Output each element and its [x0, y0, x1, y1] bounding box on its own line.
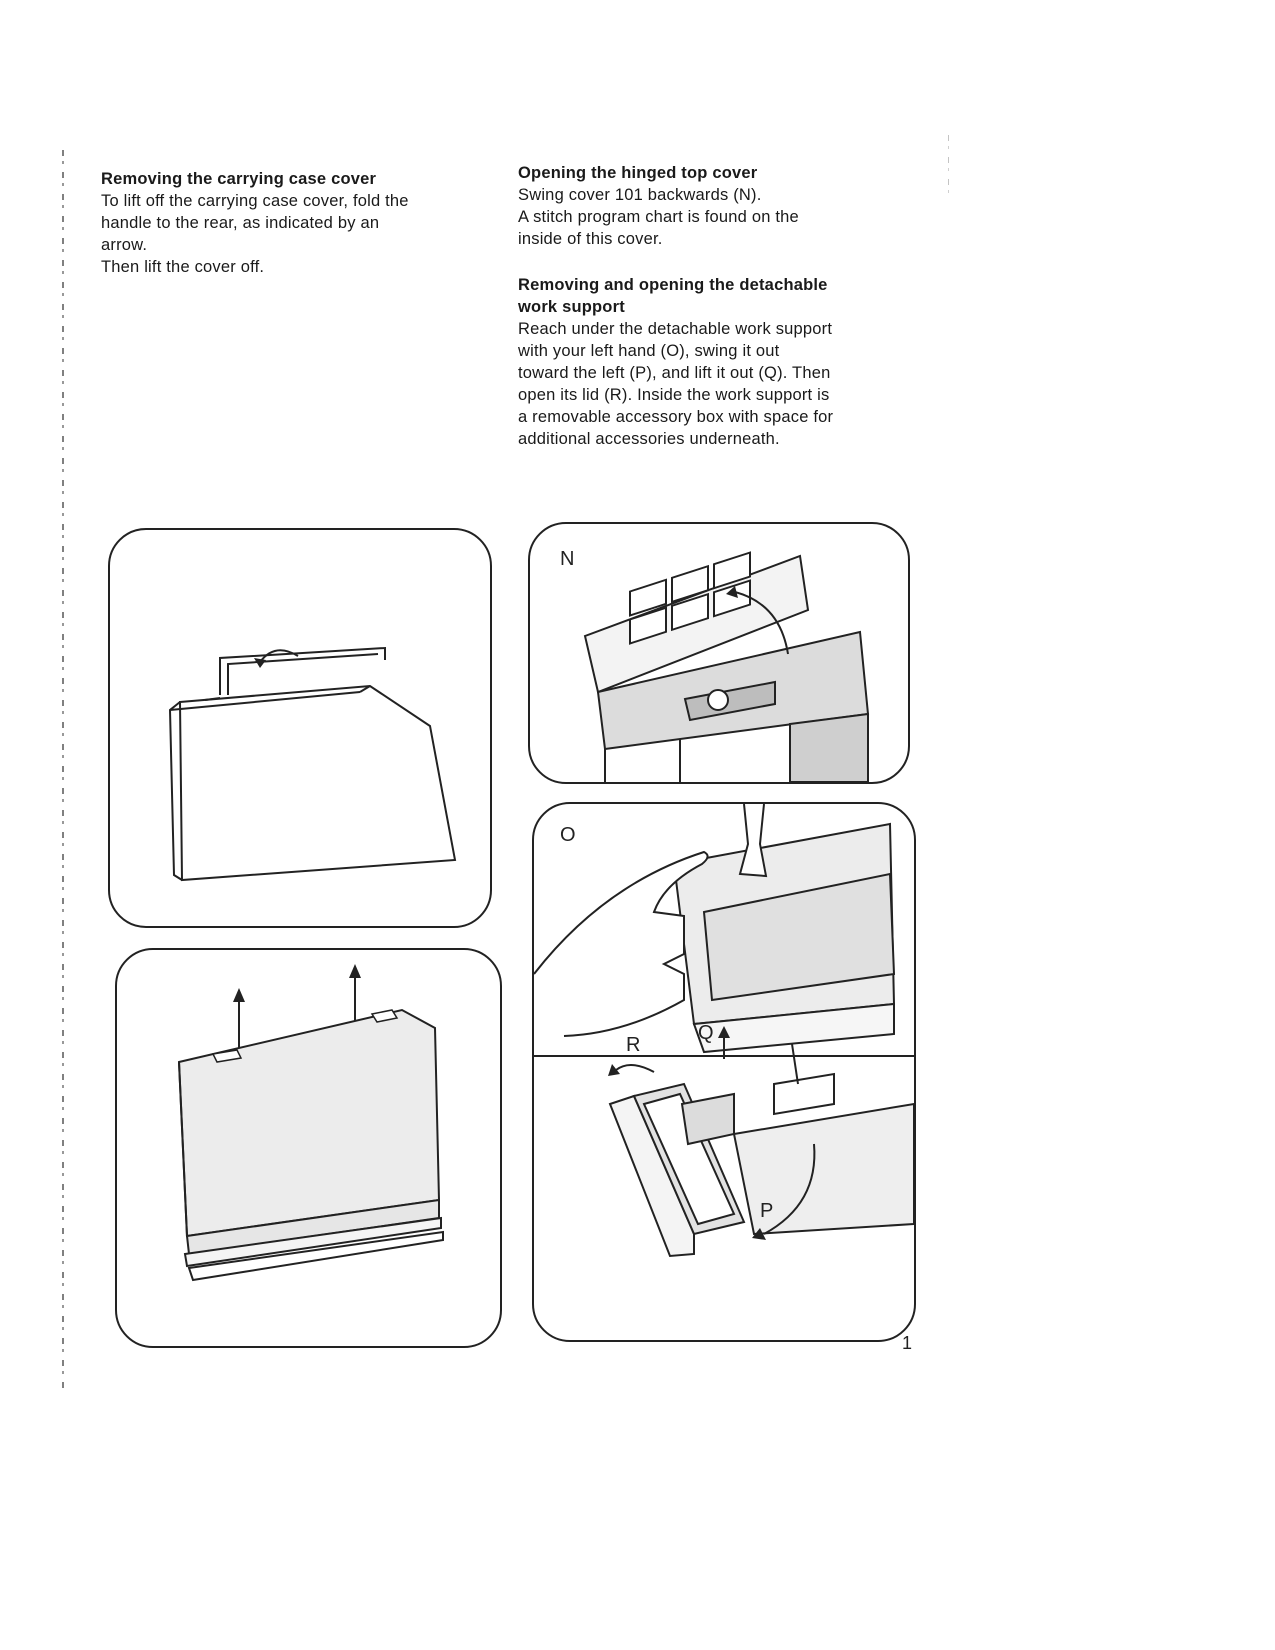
lift-cover-illustration [177, 964, 444, 1282]
text-column-right: Opening the hinged top cover Swing cover… [518, 162, 908, 450]
arrow-icon [608, 1064, 620, 1076]
text-line: Swing cover 101 backwards (N). [518, 186, 762, 204]
scan-edge-left [62, 150, 64, 1390]
section-work-support: Removing and opening the detachable work… [518, 274, 908, 450]
figure-lift-cover [115, 948, 502, 1348]
case-handle-illustration [168, 646, 457, 882]
label-p: P [760, 1200, 774, 1222]
label-o: O [560, 824, 576, 846]
text-column-left: Removing the carrying case cover To lift… [101, 168, 491, 278]
scan-edge-right [948, 135, 949, 195]
page-number: 1 [902, 1333, 913, 1353]
figure-case-handle [108, 528, 492, 928]
text-line: arrow. [101, 236, 148, 254]
label-n: N [560, 548, 575, 570]
arrow-icon [726, 586, 738, 598]
arrow-icon [254, 658, 266, 668]
text-line: To lift off the carrying case cover, fol… [101, 192, 409, 210]
up-arrow-icon [233, 988, 245, 1002]
text-line: with your left hand (O), swing it out [518, 342, 780, 360]
label-q: Q [698, 1022, 714, 1044]
arrow-icon [752, 1228, 766, 1240]
text-line: toward the left (P), and lift it out (Q)… [518, 364, 831, 382]
text-line: Reach under the detachable work support [518, 320, 833, 338]
heading-line: work support [518, 298, 625, 316]
text-line: open its lid (R). Inside the work suppor… [518, 386, 830, 404]
text-line: Then lift the cover off. [101, 258, 265, 276]
figure-hinged-cover: N [528, 522, 910, 784]
work-support-illustration [534, 804, 914, 1258]
text-line: handle to the rear, as indicated by an [101, 214, 380, 232]
label-r: R [626, 1034, 641, 1056]
heading-carrying-case: Removing the carrying case cover [101, 170, 377, 188]
arrow-icon [718, 1026, 730, 1038]
text-line: inside of this cover. [518, 230, 663, 248]
hinged-cover-illustration [583, 551, 870, 782]
heading-line: Removing and opening the detachable [518, 276, 828, 294]
heading-hinged-cover: Opening the hinged top cover [518, 164, 758, 182]
text-line: a removable accessory box with space for [518, 408, 834, 426]
up-arrow-icon [349, 964, 361, 978]
heading-work-support: Removing and opening the detachable work… [518, 274, 908, 318]
figure-work-support: O R Q P [532, 802, 916, 1342]
text-line: additional accessories underneath. [518, 430, 780, 448]
text-line: A stitch program chart is found on the [518, 208, 799, 226]
section-hinged-cover: Opening the hinged top cover Swing cover… [518, 162, 908, 250]
